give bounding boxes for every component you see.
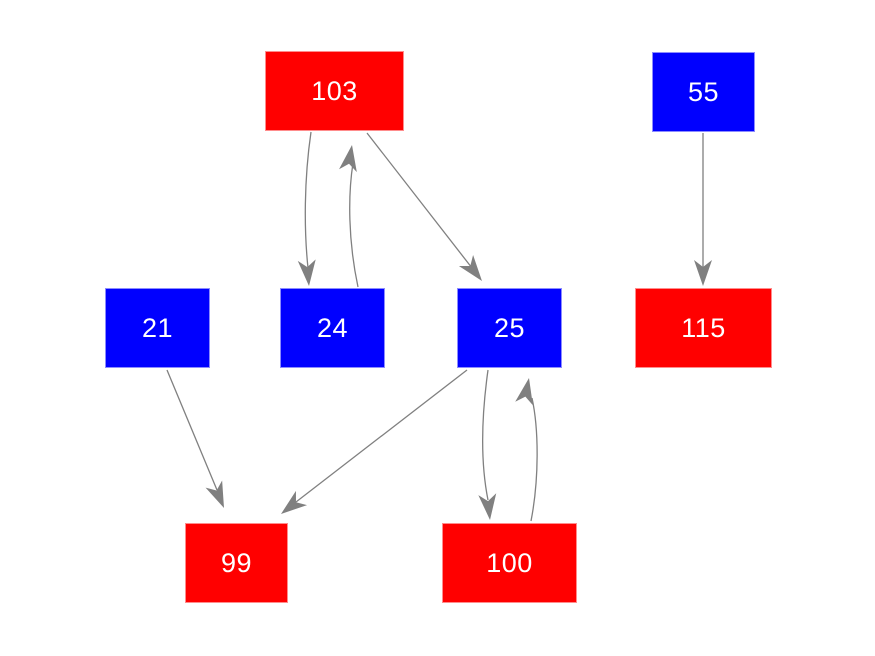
edge-25-to-100 [478,369,497,520]
node-label: 25 [493,312,526,343]
graph-node-24[interactable]: 24 [280,288,385,368]
node-label: 21 [141,312,174,343]
arrowhead-icon [478,493,497,520]
node-label: 55 [687,76,720,107]
edge-25-to-99 [281,369,468,514]
node-label: 100 [486,547,533,578]
edge-103-to-25 [366,132,482,281]
graph-node-99[interactable]: 99 [185,523,288,603]
graph-node-103[interactable]: 103 [265,51,404,131]
arrowhead-icon [297,259,316,286]
arrowhead-icon [694,260,712,286]
node-label: 103 [311,75,358,106]
graph-node-115[interactable]: 115 [635,288,772,368]
graph-node-21[interactable]: 21 [105,288,210,368]
graph-node-25[interactable]: 25 [457,288,562,368]
arrowhead-icon [458,254,482,281]
node-label: 115 [681,312,726,343]
edge-24-to-103 [339,145,359,288]
graph-node-100[interactable]: 100 [442,523,577,603]
node-label: 99 [220,547,253,578]
edge-100-to-25 [515,378,538,522]
graph-node-55[interactable]: 55 [652,52,755,132]
node-label: 24 [316,312,349,343]
arrowhead-icon [339,145,357,173]
edge-103-to-24 [297,131,316,286]
edge-21-to-99 [166,369,224,508]
edge-55-to-115 [694,133,712,286]
arrowhead-icon [281,490,308,514]
arrowhead-icon [205,480,224,508]
arrowhead-icon [515,378,533,406]
